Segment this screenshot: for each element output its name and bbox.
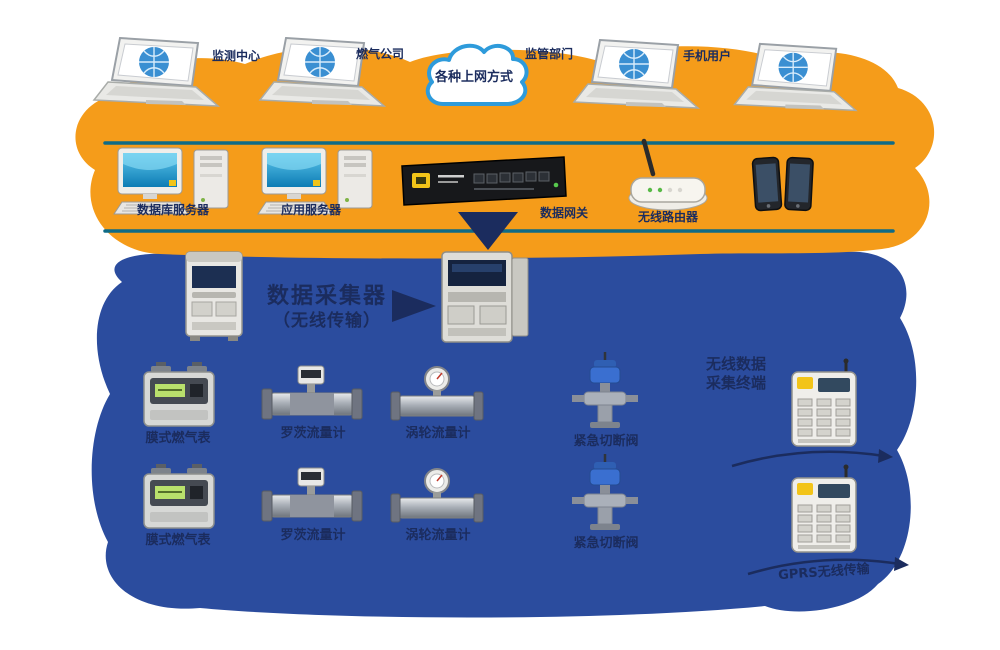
client-label-3: 监管部门 bbox=[524, 47, 574, 61]
gprs-terminal-2 bbox=[784, 464, 864, 558]
meter-label-r2-2: 罗茨流量计 bbox=[280, 528, 346, 543]
turbine-flow-meter-2 bbox=[390, 466, 484, 526]
meter-label-r1-2: 罗茨流量计 bbox=[280, 426, 346, 441]
data-collector-cabinet bbox=[178, 250, 250, 342]
concentrator-cabinet bbox=[436, 248, 534, 348]
wireless-router bbox=[626, 138, 710, 212]
meter-label-r1-1: 膜式燃气表 bbox=[145, 431, 211, 446]
collector-title: 数据采集器 bbox=[266, 284, 388, 309]
blue-zone-blob bbox=[91, 246, 917, 618]
wireless-link-arrowhead-2 bbox=[894, 557, 909, 571]
gateway-down-arrow bbox=[458, 212, 518, 250]
client-label-4: 手机用户 bbox=[682, 49, 732, 63]
smartphones bbox=[750, 154, 816, 216]
app-server-label: 应用服务器 bbox=[280, 203, 342, 217]
gateway-label: 数据网关 bbox=[539, 206, 589, 220]
client-label-2: 燃气公司 bbox=[355, 47, 405, 61]
diaphragm-gas-meter-1 bbox=[138, 360, 220, 430]
collector-subtitle: （无线传输） bbox=[273, 311, 381, 331]
laptop-monitoring-center bbox=[92, 34, 232, 122]
db-server-label: 数据库服务器 bbox=[136, 203, 210, 217]
meter-label-r2-3: 涡轮流量计 bbox=[405, 528, 471, 543]
meter-label-r1-4: 紧急切断阀 bbox=[573, 434, 639, 449]
meter-label-r1-3: 涡轮流量计 bbox=[405, 426, 471, 441]
wireless-link-curve-2 bbox=[747, 558, 901, 576]
data-gateway-rack bbox=[398, 154, 568, 208]
meter-label-r2-4: 紧急切断阀 bbox=[573, 536, 639, 551]
gprs-terminal-1 bbox=[784, 358, 864, 452]
wireless-header-line2: 采集终端 bbox=[705, 374, 767, 392]
router-label: 无线路由器 bbox=[637, 210, 699, 224]
meter-label-r2-1: 膜式燃气表 bbox=[145, 533, 211, 548]
diaphragm-gas-meter-2 bbox=[138, 462, 220, 532]
roots-flow-meter-2 bbox=[260, 466, 364, 528]
laptop-user bbox=[732, 40, 870, 126]
roots-flow-meter-1 bbox=[260, 364, 364, 426]
turbine-flow-meter-1 bbox=[390, 364, 484, 424]
shutoff-valve-1 bbox=[564, 352, 646, 432]
wireless-link-arrowhead-1 bbox=[878, 449, 893, 463]
client-label-1: 监测中心 bbox=[211, 49, 261, 63]
cloud-label: 各种上网方式 bbox=[434, 70, 514, 85]
wireless-header-line1: 无线数据 bbox=[705, 355, 767, 373]
collector-right-arrow bbox=[392, 290, 436, 322]
wireless-link-curve-1 bbox=[731, 450, 885, 468]
shutoff-valve-2 bbox=[564, 454, 646, 534]
